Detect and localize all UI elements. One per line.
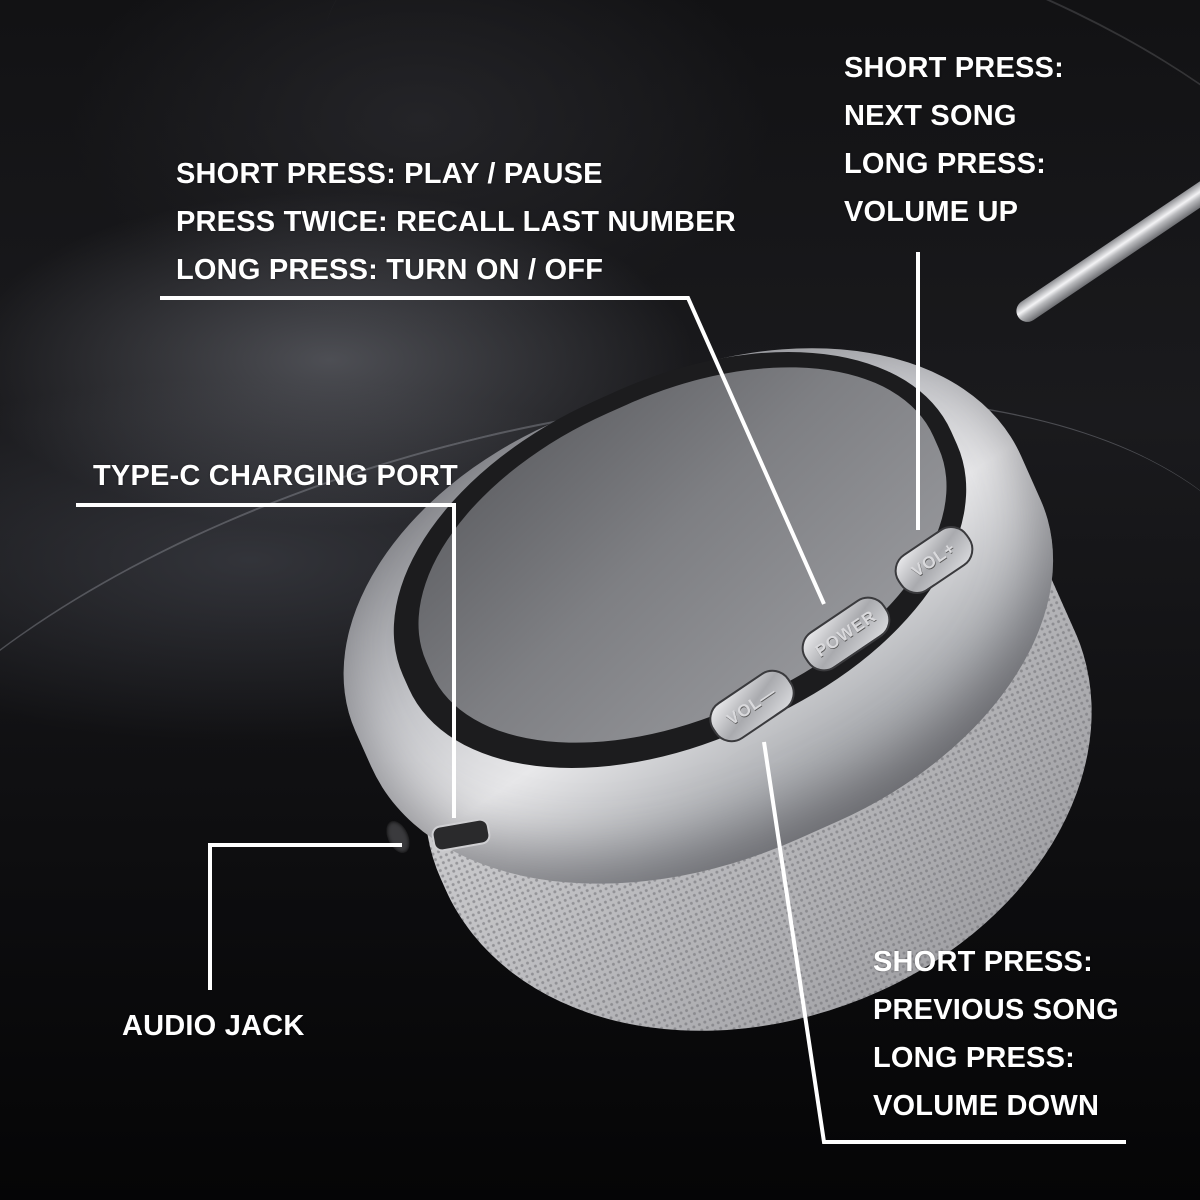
callout-line: PREVIOUS SONG bbox=[873, 994, 1119, 1026]
type-c-callout: TYPE-C CHARGING PORT bbox=[93, 452, 458, 500]
callout-line: AUDIO JACK bbox=[122, 1010, 305, 1042]
vol-minus-leader-line bbox=[762, 741, 1126, 1144]
vol-minus-callout: SHORT PRESS: PREVIOUS SONG LONG PRESS: V… bbox=[873, 938, 1119, 1130]
callout-line: TYPE-C CHARGING PORT bbox=[93, 460, 458, 492]
callout-line: VOLUME DOWN bbox=[873, 1090, 1100, 1122]
callout-line: PRESS TWICE: RECALL LAST NUMBER bbox=[176, 206, 736, 238]
type-c-leader-line bbox=[76, 503, 456, 818]
callout-line: SHORT PRESS: bbox=[844, 52, 1064, 84]
callout-line: LONG PRESS: TURN ON / OFF bbox=[176, 254, 604, 286]
callout-line: NEXT SONG bbox=[844, 100, 1017, 132]
power-leader-line bbox=[160, 296, 826, 605]
callout-line: LONG PRESS: bbox=[844, 148, 1046, 180]
audio-jack-leader-line bbox=[208, 843, 402, 990]
callout-line: VOLUME UP bbox=[844, 196, 1019, 228]
callout-line: SHORT PRESS: PLAY / PAUSE bbox=[176, 158, 603, 190]
audio-jack-callout: AUDIO JACK bbox=[122, 1002, 304, 1050]
power-callout: SHORT PRESS: PLAY / PAUSE PRESS TWICE: R… bbox=[176, 150, 736, 294]
callout-line: LONG PRESS: bbox=[873, 1042, 1075, 1074]
callout-line: SHORT PRESS: bbox=[873, 946, 1093, 978]
vol-plus-callout: SHORT PRESS: NEXT SONG LONG PRESS: VOLUM… bbox=[844, 44, 1064, 236]
